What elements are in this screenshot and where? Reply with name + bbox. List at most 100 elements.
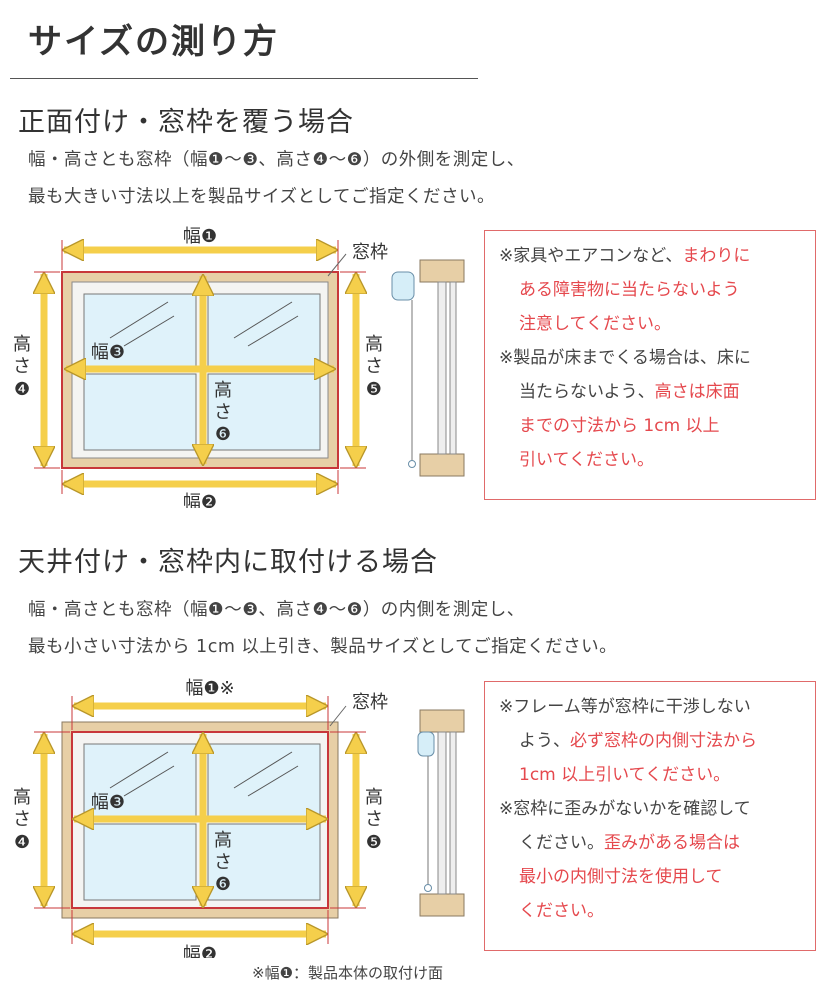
- cord-weight: [408, 460, 416, 468]
- height5-label: 高 さ ❺: [365, 334, 383, 400]
- height5-label: 高 さ ❺: [365, 787, 383, 853]
- note-highlight-text: 高さは床面: [654, 382, 740, 402]
- width3-label: 幅❸: [91, 342, 125, 363]
- height5-label-char: 高: [365, 787, 383, 808]
- note-highlight-text: ください。: [519, 901, 604, 921]
- glass-pane: [207, 823, 321, 901]
- glass-pane: [83, 293, 197, 369]
- profile-header: [419, 259, 465, 283]
- title-divider: [10, 78, 478, 79]
- width3-label: 幅❸: [91, 792, 125, 813]
- section2-window-diagram: 幅❶※ 幅❷ 幅❸ 窓枠 高 さ ❹ 高 さ ❺ 高 さ ❻: [13, 678, 465, 958]
- note-text: ※製品が床までくる場合は、床に: [499, 348, 751, 368]
- profile-jamb: [449, 281, 457, 455]
- note-line: 1cm 以上引いてください。: [499, 758, 805, 792]
- height6-label: 高 さ ❻: [214, 830, 232, 895]
- glass-reflection: [247, 765, 299, 797]
- note-highlight-text: 引いてください。: [519, 450, 654, 470]
- profile-jamb: [437, 281, 447, 455]
- profile-jamb: [437, 731, 447, 895]
- note-text: よう、: [519, 731, 570, 751]
- note-line: 当たらないよう、高さは床面: [499, 375, 805, 409]
- glass-reflection: [123, 315, 175, 347]
- note-highlight-text: までの寸法から 1cm 以上: [519, 416, 720, 436]
- page-title: サイズの測り方: [28, 22, 279, 62]
- glass-pane: [207, 293, 321, 369]
- height6-label-char: ❻: [215, 874, 231, 895]
- note-line: ※フレーム等が窓枠に干渉しない: [499, 690, 805, 724]
- height4-label: 高 さ ❹: [13, 787, 31, 853]
- measure-outline: [61, 271, 339, 469]
- note-text: ※家具やエアコンなど、: [499, 246, 683, 266]
- glass-reflection: [233, 751, 293, 789]
- section2-desc-line: 最も小さい寸法から 1cm 以上引き、製品サイズとしてご指定ください。: [28, 637, 618, 657]
- glass-pane: [207, 743, 321, 819]
- section1-title: 正面付け・窓枠を覆う場合: [18, 107, 354, 138]
- note-line: 最小の内側寸法を使用して: [499, 860, 805, 894]
- section2-desc-line: 幅・高さとも窓枠（幅❶〜❸、高さ❹〜❻）の内側を測定し、: [28, 600, 525, 620]
- height5-label-char: さ: [365, 356, 383, 377]
- footnote: ※幅❶：製品本体の取付け面: [252, 964, 444, 982]
- note-highlight-text: まわりに: [682, 246, 751, 266]
- frame-leader-line: [329, 705, 347, 727]
- height4-label-char: ❹: [14, 379, 30, 400]
- side-profile-illustration: [417, 709, 465, 917]
- note-highlight-text: ある障害物に当たらないよう: [519, 280, 740, 300]
- height4-label-char: 高: [13, 787, 31, 808]
- note-line: ある障害物に当たらないよう: [499, 273, 805, 307]
- section1-desc-line: 幅・高さとも窓枠（幅❶〜❸、高さ❹〜❻）の外側を測定し、: [28, 150, 525, 170]
- section1-window-diagram: 幅❶ 幅❷ 幅❸ 窓枠 高 さ ❹ 高 さ ❺ 高 さ ❻: [13, 226, 465, 508]
- note-line: までの寸法から 1cm 以上: [499, 409, 805, 443]
- glass-pane: [83, 373, 197, 451]
- note-text: 当たらないよう、: [519, 382, 655, 402]
- profile-header: [419, 893, 465, 917]
- cord-weight: [424, 884, 432, 892]
- profile-header: [419, 453, 465, 477]
- height6-label-char: 高: [214, 830, 232, 851]
- section2-title: 天井付け・窓枠内に取付ける場合: [18, 547, 438, 578]
- glass-pane: [83, 823, 197, 901]
- height6-label-char: さ: [214, 852, 232, 873]
- note-item: ※製品が床までくる場合は、床に当たらないよう、高さは床面までの寸法から 1cm …: [499, 341, 805, 477]
- note-line: ※製品が床までくる場合は、床に: [499, 341, 805, 375]
- height4-label-char: さ: [13, 809, 31, 830]
- glass-reflection: [123, 765, 175, 797]
- height5-label-char: ❺: [366, 379, 382, 400]
- note-text: ください。: [519, 833, 604, 853]
- section1-desc-line: 最も大きい寸法以上を製品サイズとしてご指定ください。: [28, 187, 495, 207]
- height6-label-char: ❻: [215, 424, 231, 445]
- section1-notes-box: ※家具やエアコンなど、まわりにある障害物に当たらないよう注意してください。 ※製…: [484, 230, 816, 500]
- note-highlight-text: 最小の内側寸法を使用して: [519, 867, 723, 887]
- glass-pane: [83, 743, 197, 819]
- note-line: ください。歪みがある場合は: [499, 826, 805, 860]
- frame-label: 窓枠: [352, 692, 388, 713]
- width2-label: 幅❷: [183, 492, 217, 508]
- blind-headrail: [417, 731, 435, 757]
- height5-label-char: ❺: [366, 832, 382, 853]
- height4-label-char: さ: [13, 356, 31, 377]
- profile-header: [419, 709, 465, 733]
- height4-label-char: 高: [13, 334, 31, 355]
- glass-pane: [207, 373, 321, 451]
- note-line: 注意してください。: [499, 307, 805, 341]
- profile-jamb: [449, 731, 457, 895]
- note-highlight-text: 1cm 以上引いてください。: [519, 765, 731, 785]
- height6-label-char: さ: [214, 402, 232, 423]
- glass-reflection: [109, 751, 169, 789]
- section1-description: 幅・高さとも窓枠（幅❶〜❸、高さ❹〜❻）の外側を測定し、 最も大きい寸法以上を製…: [28, 142, 525, 216]
- glass-reflection: [109, 301, 169, 339]
- height4-label: 高 さ ❹: [13, 334, 31, 400]
- blind-headrail: [391, 271, 415, 301]
- note-line: ※窓枠に歪みがないかを確認して: [499, 792, 805, 826]
- frame-label: 窓枠: [352, 242, 388, 263]
- height4-label-char: ❹: [14, 832, 30, 853]
- note-text: ※フレーム等が窓枠に干渉しない: [499, 697, 751, 717]
- note-item: ※窓枠に歪みがないかを確認してください。歪みがある場合は最小の内側寸法を使用して…: [499, 792, 805, 928]
- note-highlight-text: 歪みがある場合は: [604, 833, 740, 853]
- height5-label-char: 高: [365, 334, 383, 355]
- width1-label: 幅❶: [183, 226, 217, 247]
- frame-leader-line: [327, 253, 347, 277]
- note-text: ※窓枠に歪みがないかを確認して: [499, 799, 751, 819]
